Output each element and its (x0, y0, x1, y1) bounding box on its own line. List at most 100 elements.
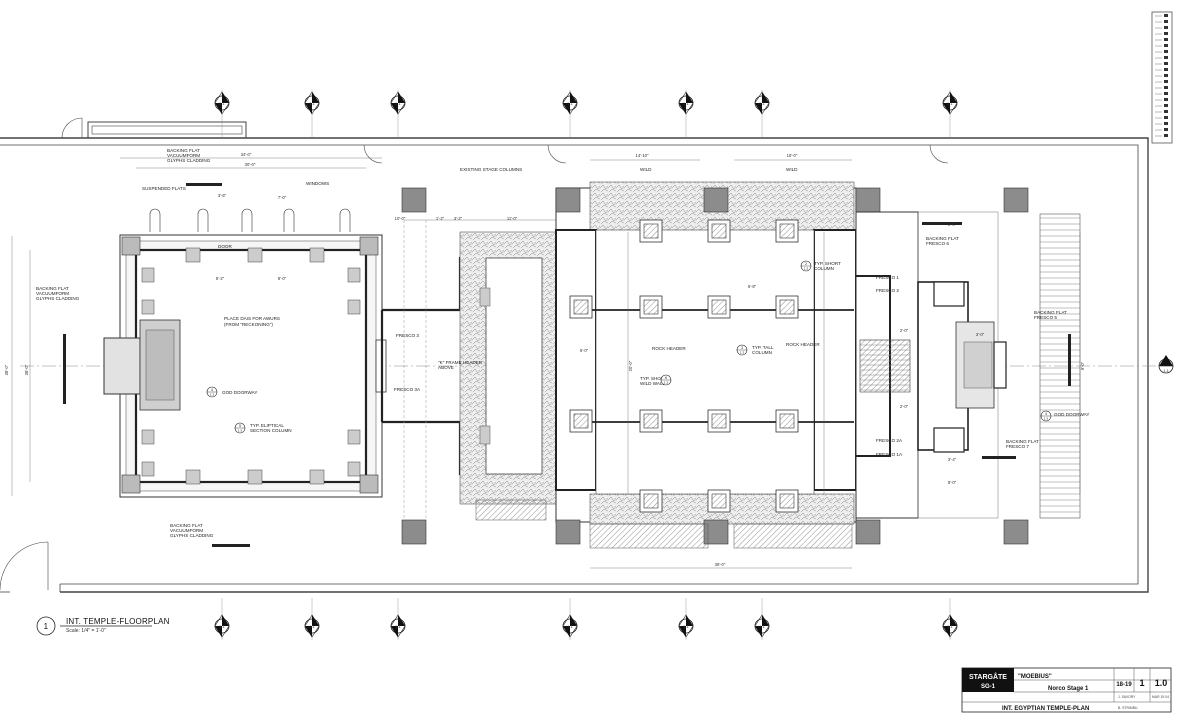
label-windows: WINDOWS (306, 181, 329, 186)
grid-bubble-label: 1.1 (683, 101, 689, 106)
grid-bubble-label: 1.1 (567, 101, 573, 106)
grid-bubble-label: 1.1 (759, 101, 765, 106)
label-k-frame-1: "K" FRAME HEADER (438, 360, 483, 365)
dim-8-0-c: 8'-0" (948, 480, 957, 485)
column-shaft (573, 299, 589, 315)
middle-corridor (380, 187, 560, 545)
label-fresco-3a: FRESCO 3A (394, 387, 421, 392)
legend-row-swatch (1164, 62, 1168, 65)
tb-sheet-no: 1 (1139, 678, 1144, 688)
grid-bubble-fill (950, 92, 957, 103)
pilaster (141, 461, 155, 477)
column-shaft (779, 299, 795, 315)
legend-row-swatch (1164, 104, 1168, 107)
grid-bubble-fill (679, 626, 686, 637)
grid-bubble-fill (762, 92, 769, 103)
tb-episode-no: 18-19 (1116, 682, 1132, 688)
grid-bubble-fill (222, 92, 229, 103)
label-suspended-flats: SUSPENDED FLATS (142, 186, 186, 191)
label-typ-elliptical-2: SECTION COLUMN (250, 428, 292, 433)
drawing-scale: Scale: 1/4" = 1'-0" (66, 628, 106, 634)
dim-16-0: 16'-0" (787, 153, 798, 158)
column-shaft (643, 299, 659, 315)
label-rock-header-2: ROCK HEADER (786, 342, 820, 347)
dim-34-0: 34'-0" (241, 152, 252, 157)
tb-location: Norco Stage 1 (1048, 686, 1089, 692)
detail-ref-sheet: 1.3 (664, 381, 669, 385)
svg-text:1.1: 1.1 (1163, 368, 1169, 373)
legend-row-swatch (1164, 20, 1168, 23)
dim-2-0-b: 2'-0" (900, 404, 909, 409)
label-k-frame-2: ABOVE (438, 365, 454, 370)
label-typ-tall-column-2: COLUMN (752, 350, 772, 355)
grid-bubble-label: 1.1 (947, 624, 953, 629)
legend-row-swatch (1164, 110, 1168, 113)
legend-row-swatch (1164, 74, 1168, 77)
grid-line-markers: 1.11.11.11.11.11.11.11.11.11.11.11.11.11… (214, 90, 958, 640)
grid-bubble-fill (312, 615, 319, 626)
dim-3-4: 3'-4" (948, 457, 957, 462)
dim-9-0: 9'-0" (1080, 361, 1085, 370)
dim-3-6: 3'-6" (218, 193, 227, 198)
label-wild-1: WILD (640, 167, 652, 172)
label-rock-header-1: ROCK HEADER (652, 346, 686, 351)
label-backing-flat-fresco5-1: BACKING FLAT (1034, 310, 1067, 315)
tb-date: MAR 19 04 (1152, 695, 1169, 699)
label-backing-flat-left-3: GLYPHS CLADDING (36, 296, 80, 301)
label-backing-flat-bottom-2: VACUUMFORM (170, 528, 203, 533)
column-shaft (643, 493, 659, 509)
grid-bubble-fill (950, 615, 957, 626)
grid-bubble-fill (686, 615, 693, 626)
pilaster (141, 299, 155, 315)
legend-row-swatch (1164, 38, 1168, 41)
grid-bubble-label: 1.1 (219, 101, 225, 106)
pilaster (309, 247, 325, 263)
window (197, 208, 209, 232)
legend-row-swatch (1164, 26, 1168, 29)
dim-8-0-b: 8'-0" (948, 222, 957, 227)
label-god-doorway-right: GOD DOORWAY (1054, 412, 1089, 417)
label-backing-flat-fresco5-2: FRESCO 5 (1034, 315, 1057, 320)
grid-bubble-fill (679, 103, 686, 114)
detail-ref-number: 4 (211, 388, 213, 392)
main-hall (475, 181, 1029, 549)
dim-6-0: 6'-0" (580, 348, 589, 353)
detail-ref-number: 3 (741, 346, 743, 350)
grid-bubble-fill (563, 103, 570, 114)
dim-8-2: 8'-2" (216, 276, 225, 281)
detail-ref-number: 2 (805, 262, 807, 266)
pilaster (141, 429, 155, 445)
label-backing-flat-top-2: VACUUMFORM (167, 153, 200, 158)
tb-checked-by: B. STRIMBU (1118, 706, 1138, 710)
pilaster (185, 469, 201, 485)
column-shaft (711, 299, 727, 315)
label-backing-flat-left-1: BACKING FLAT (36, 286, 69, 291)
dimension-texts: 34'-0" 30'-0" 3'-6" 7'-0" 8'-2" 8'-0" 10… (4, 152, 1085, 567)
pilaster (247, 469, 263, 485)
grid-bubble-fill (563, 626, 570, 637)
column-shaft (643, 223, 659, 239)
label-backing-flat-top-3: GLYPHS CLADDING (167, 158, 211, 163)
grid-bubble-fill (215, 103, 222, 114)
grid-bubble-fill (762, 615, 769, 626)
grid-bubble-label: 1.1 (683, 624, 689, 629)
dim-20-0: 20'-0" (628, 360, 633, 371)
dim-3-2: 3'-2" (454, 216, 463, 221)
dim-3-0: 3'-0" (976, 332, 985, 337)
legend-row-swatch (1164, 14, 1168, 17)
dim-30-0: 30'-0" (245, 162, 256, 167)
grid-bubble-label: 1.1 (759, 624, 765, 629)
section-marker-right: 1.1 (1158, 355, 1174, 374)
drawing-title-block: 1 INT. TEMPLE-FLOORPLAN Scale: 1/4" = 1'… (36, 616, 169, 636)
grid-bubble-fill (570, 92, 577, 103)
column-shaft (779, 223, 795, 239)
label-typ-short-wild-wall-2: WILD WALL (640, 381, 666, 386)
column-shaft (711, 413, 727, 429)
column-shaft (643, 413, 659, 429)
legend-row-swatch (1164, 134, 1168, 137)
label-fresco-3: FRESCO 3 (396, 333, 419, 338)
window (149, 208, 161, 232)
pilaster (185, 247, 201, 263)
drawing-number-circle (36, 616, 56, 636)
grid-bubble-label: 1.1 (395, 101, 401, 106)
